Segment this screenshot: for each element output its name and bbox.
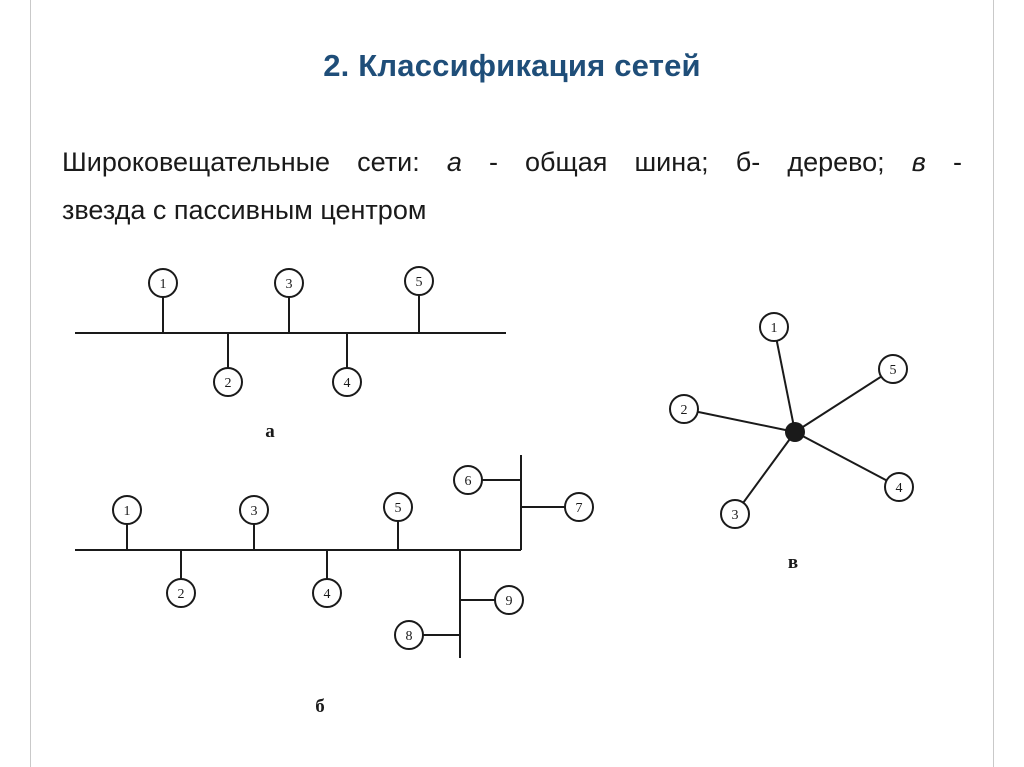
node-label: 2 — [681, 403, 688, 418]
node-circle — [312, 578, 342, 608]
node-label: 4 — [344, 376, 351, 391]
node-circle — [274, 268, 304, 298]
diagram-caption-b: б — [315, 696, 325, 717]
node-circle — [332, 367, 362, 397]
connector-line — [734, 431, 796, 515]
connector-line — [683, 408, 796, 433]
description-line-2: звезда с пассивным центром — [62, 195, 427, 225]
node-circle — [394, 620, 424, 650]
description-text: - общая шина; б- дерево; — [461, 147, 912, 177]
node-label: 7 — [576, 501, 583, 516]
node-circle — [404, 266, 434, 296]
node-circle — [884, 472, 914, 502]
description-text: Широковещательные сети: — [62, 147, 447, 177]
node-circle — [669, 394, 699, 424]
connector-line — [794, 368, 894, 433]
node-circle — [759, 312, 789, 342]
connector-line — [794, 431, 900, 488]
node-circle — [112, 495, 142, 525]
diagram-a: 1 3 5 2 4 а — [75, 266, 506, 442]
node-circle — [383, 492, 413, 522]
diagram-b: 1 3 5 6 7 2 4 9 8 б — [75, 455, 594, 717]
node-label: 1 — [160, 277, 167, 292]
diagram-caption-a: а — [265, 421, 275, 442]
node-label: 2 — [178, 587, 185, 602]
node-label: 4 — [324, 587, 331, 602]
description-text: - — [925, 147, 962, 177]
node-label: 3 — [251, 504, 258, 519]
node-circle — [213, 367, 243, 397]
node-circle — [878, 354, 908, 384]
node-circle — [239, 495, 269, 525]
node-circle — [564, 492, 594, 522]
center-hub-dot — [785, 422, 805, 442]
node-circle — [494, 585, 524, 615]
node-label: 1 — [771, 321, 778, 336]
slide-right-border — [993, 0, 994, 767]
slide-left-border — [30, 0, 31, 767]
node-circle — [148, 268, 178, 298]
node-label: 3 — [732, 508, 739, 523]
node-circle — [720, 499, 750, 529]
node-label: 9 — [506, 594, 513, 609]
description-line-1: Широковещательные сети: а - общая шина; … — [62, 138, 962, 186]
letter-v-italic: в — [911, 147, 926, 177]
description: Широковещательные сети: а - общая шина; … — [62, 138, 962, 234]
node-label: 4 — [896, 481, 903, 496]
node-circle — [453, 465, 483, 495]
node-label: 5 — [395, 501, 402, 516]
node-label: 6 — [465, 474, 472, 489]
node-label: 8 — [406, 629, 413, 644]
diagram-v: 1 5 2 4 3 в — [669, 312, 914, 573]
node-circle — [166, 578, 196, 608]
connector-line — [773, 326, 796, 433]
node-label: 5 — [890, 363, 897, 378]
node-label: 5 — [416, 275, 423, 290]
node-label: 3 — [286, 277, 293, 292]
node-label: 1 — [124, 504, 131, 519]
letter-a-italic: а — [446, 147, 462, 177]
page-title: 2. Классификация сетей — [323, 48, 701, 83]
node-label: 2 — [225, 376, 232, 391]
diagram-caption-v: в — [788, 552, 798, 573]
